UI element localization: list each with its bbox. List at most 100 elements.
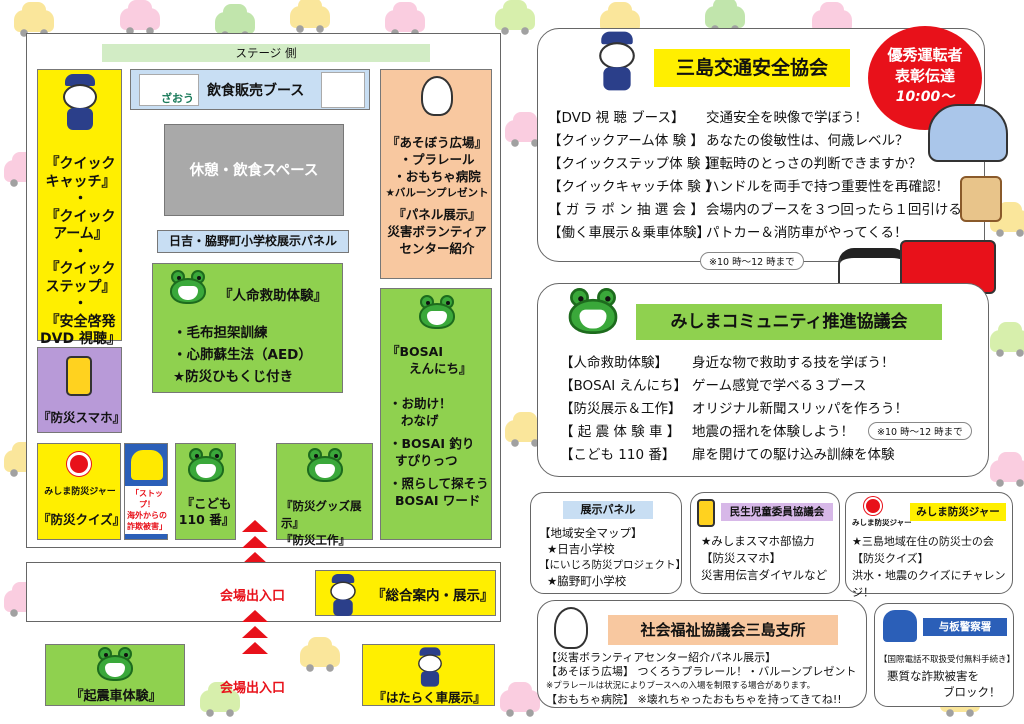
arrow-up-icon [242,536,268,548]
fraud-poster-text: 海外からの [127,511,167,520]
community-row-key: 【防災展示＆工作】 [560,401,682,417]
bosaijar-item: ★三島地域在住の防災士の会 [852,535,994,548]
minsei-item: 災害用伝言ダイヤルなど [701,568,828,582]
traffic-row-key: 【DVD 視 聴 ブース】 [548,110,685,126]
kodomo-110-booth[interactable]: 『こども 110 番』 [175,443,236,540]
play-area-booth[interactable]: 『あそぼう広場』 ・プラレール ・おもちゃ病院 ★バルーンプレゼント 『パネル展… [380,69,492,279]
entrance-arrows [242,610,268,654]
lifesaving-item: ・心肺蘇生法（AED） [173,347,312,363]
family-car-icon [928,104,1008,162]
mascot-character-icon [554,607,588,649]
smartphone-booth[interactable]: 『防災スマホ』 [37,347,126,433]
bosaijar-card: みしま防災ジャー みしま防災ジャー ★三島地域在住の防災士の会 【防災クイズ】 … [845,492,1013,599]
social-welfare-note: ※プラレールは状況によりブースへの入場を制限する場合があります。 [546,681,816,691]
fraud-poster-text: 「ストップ！ [131,489,163,509]
social-welfare-item: 【災害ボランティアセンター紹介パネル展示】 [546,651,777,664]
panel-exhibit-item: ★脇野町小学校 [547,574,627,588]
traffic-row-key: 【働く車展示＆乗車体験】 [548,225,710,241]
stage-banner: ステージ 側 [102,44,430,62]
frog-mascot-icon [306,448,344,482]
police-mascot-icon [414,647,446,687]
entrance-label: 会場出入口 [220,589,286,604]
fraud-poster: 「ストップ！ 海外からの 詐欺被害」 [124,443,169,540]
quick-booth[interactable]: 『クイック キャッチ』 ・ 『クイック アーム』 ・ 『クイック ステップ』 ・… [37,69,122,347]
frog-mascot-icon [418,295,456,329]
bosai-title: えんにち』 [409,361,472,376]
school-panel[interactable]: 日吉・脇野町小学校展示パネル [157,230,349,253]
award-text: 優秀運転者 [887,46,963,64]
entrance-arrows [242,520,268,564]
goods-booth[interactable]: 『防災グッズ展示』 『防災工作』 [276,443,373,547]
community-row-value: 扉を開けての駆け込み訓練を体験 [692,447,895,463]
car-decoration [990,452,1024,487]
traffic-safety-title: 三島交通安全協会 [654,49,850,87]
community-row-value: ゲーム感覚で学べる３ブース [692,378,867,394]
traffic-row-key: 【クイックステップ体 験 】 [548,156,719,172]
car-decoration [705,0,745,33]
bosai-item: ・お助け！ [389,396,452,411]
food-booth[interactable]: ざおう 飲食販売ブース [130,69,370,110]
garapon-lottery-icon [960,176,1002,222]
police-mascot-icon [326,574,361,616]
play-item: ・おもちゃ病院 [393,169,481,184]
smartphone-icon [697,499,715,527]
panel-item: センター紹介 [399,241,475,256]
quake-car-booth[interactable]: 『起震車体験』 [45,644,185,706]
kodomo-label: 110 番』 [178,511,235,527]
separator-dot: ・ [73,243,88,260]
car-decoration [500,682,540,717]
minsei-item: 【防災スマホ】 [701,551,782,565]
panel-exhibit-item: 【地域安全マップ】 [539,526,643,540]
smartphone-label: 『防災スマホ』 [38,410,126,425]
minsei-card: 民生児童委員協議会 ★みしまスマホ部協力 【防災スマホ】 災害用伝言ダイヤルなど [690,492,840,594]
entrance-label: 会場出入口 [220,681,286,696]
bosai-item: ・照らして探そう [389,476,489,491]
quick-arm-label: 『クイック [45,208,116,225]
police-item: 悪質な詐欺被害を [887,669,979,683]
car-decoration [290,0,330,33]
play-item: ★バルーンプレゼント [385,187,489,199]
car-decoration [120,0,160,35]
award-badge: 優秀運転者 表彰伝達 10:00～ [868,26,982,130]
smartphone-icon [66,356,92,396]
bosai-title: 『BOSAI [387,344,443,359]
play-title: 『あそぼう広場』 [386,135,487,150]
police-mascot-icon [593,31,641,91]
vehicles-booth[interactable]: 『はたらく車展示』 [362,644,495,706]
frog-mascot-icon [96,647,134,681]
lifesaving-item: ★防災ひもくじ付き [173,369,294,385]
lifesaving-booth[interactable]: 『人命救助体験』 ・毛布担架訓練 ・心肺蘇生法（AED） ★防災ひもくじ付き [152,263,343,393]
quiz-booth[interactable]: みしま防災ジャー 『防災クイズ』 [37,443,125,540]
traffic-row-value: 交通安全を映像で学ぼう！ [706,110,868,126]
traffic-row-value: パトカー＆消防車がやってくる！ [706,225,908,241]
social-welfare-panel: 社会福祉協議会三島支所 【災害ボランティアセンター紹介パネル展示】 【あそぼう広… [537,600,867,708]
info-label: 『総合案内・展示』 [372,588,494,604]
social-welfare-item: 【あそぼう広場】 つくろうプラレール！・バルーンプレゼント [546,665,857,678]
community-panel: みしまコミュニティ推進協議会 【人命救助体験】身近な物で救助する技を学ぼう！ 【… [537,283,989,477]
panel-exhibit-card: 展示パネル 【地域安全マップ】 ★日吉小学校 【にいじろ防災プロジェクト】 ★脇… [530,492,686,594]
car-decoration [14,2,54,37]
info-booth[interactable]: 『総合案内・展示』 [315,570,496,616]
lifesaving-title: 『人命救助体験』 [219,288,327,304]
mascot-character-icon [421,76,453,116]
frog-mascot-icon [567,288,618,334]
traffic-row-key: 【 ガ ラ ポ ン 抽 選 会 】 [548,202,704,218]
traffic-row-value: あなたの俊敏性は、何歳レベル？ [706,133,909,149]
kodomo-label: 『こども [181,496,232,511]
police-title: 与板警察署 [923,618,1007,636]
car-decoration [385,2,425,37]
bosaijar-logo-icon [864,497,882,515]
bosai-item: わなげ [401,413,439,428]
minsei-title: 民生児童委員協議会 [721,503,833,521]
play-item: ・プラレール [399,152,475,167]
arrow-up-icon [242,626,268,638]
traffic-row-key: 【クイックキャッチ体 験 】 [548,179,719,195]
arrow-up-icon [242,610,268,622]
bosai-ennichi-booth[interactable]: 『BOSAI えんにち』 ・お助け！ わなげ ・BOSAI 釣り すぴりっつ ・… [380,288,492,540]
bosaijar-item: 【防災クイズ】 [852,552,929,565]
bosaijar-brand: みしま防災ジャー [44,487,116,497]
bosai-item: ・BOSAI 釣り [389,436,475,451]
social-welfare-title: 社会福祉協議会三島支所 [608,615,838,645]
quick-step-label: ステップ』 [45,278,116,295]
award-text: 表彰伝達 [894,67,955,85]
